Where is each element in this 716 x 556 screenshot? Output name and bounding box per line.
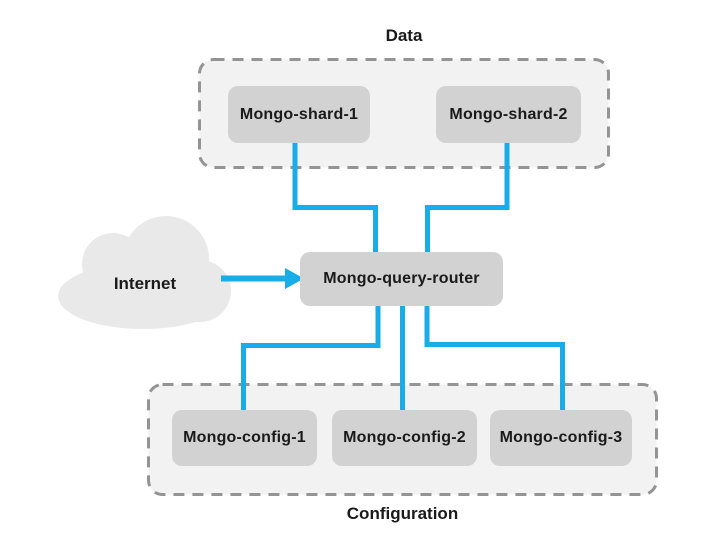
internet-to-router-arrow [221, 268, 304, 289]
node-mongo-config-2: Mongo-config-2 [332, 410, 477, 466]
internet-label: Internet [113, 274, 177, 293]
internet-cloud-icon [58, 216, 231, 329]
node-mongo-query-router: Mongo-query-router [300, 252, 503, 306]
connector-shard1-to-router [292, 140, 378, 256]
node-mongo-config-3: Mongo-config-3 [490, 410, 632, 466]
data-group-label: Data [385, 26, 423, 45]
node-mongo-config-1: Mongo-config-1 [172, 410, 317, 466]
node-mongo-shard-1: Mongo-shard-1 [228, 86, 370, 143]
connector-shard2-to-router [425, 140, 510, 256]
connector-router-to-config1 [241, 302, 381, 414]
configuration-group-label: Configuration [346, 504, 459, 523]
connector-router-to-config3 [424, 302, 565, 414]
node-mongo-shard-2: Mongo-shard-2 [436, 86, 581, 143]
